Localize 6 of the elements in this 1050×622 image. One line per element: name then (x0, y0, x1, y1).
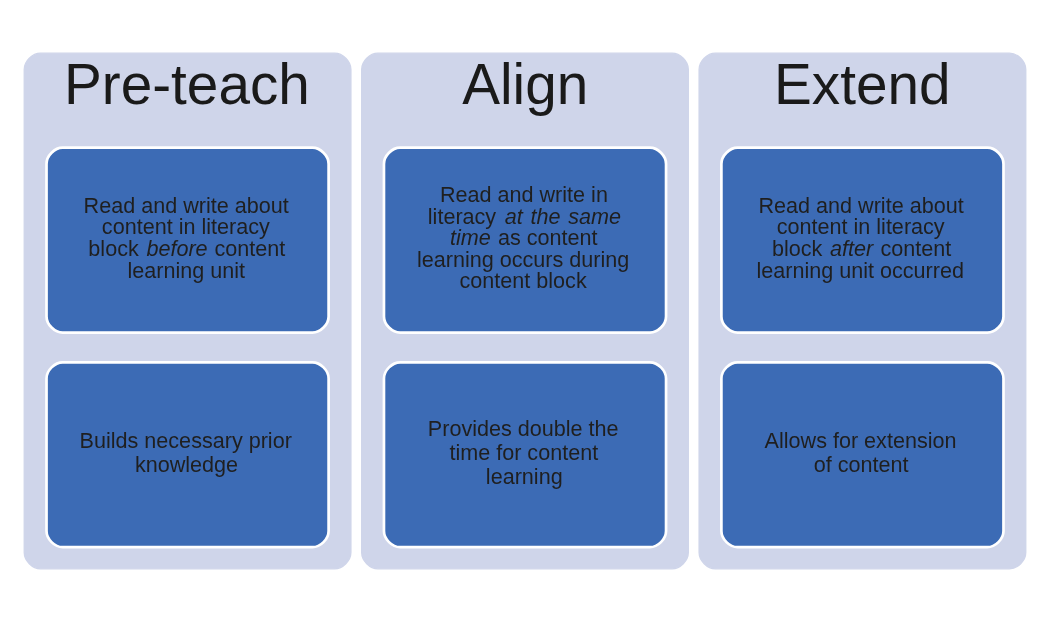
node-box: Read and write about content in literacy block after content learning unit occurred (720, 146, 1005, 334)
node-box: Read and write about content in literacy block before content learning unit (45, 146, 330, 334)
node-box: Read and write in literacy at the same time as content learning occurs during content block (382, 146, 668, 334)
node-box: Allows for extension of content (720, 360, 1005, 549)
node-box: Provides double the time for content learning (382, 360, 668, 549)
node-box: Builds necessary prior knowledge (45, 360, 330, 549)
